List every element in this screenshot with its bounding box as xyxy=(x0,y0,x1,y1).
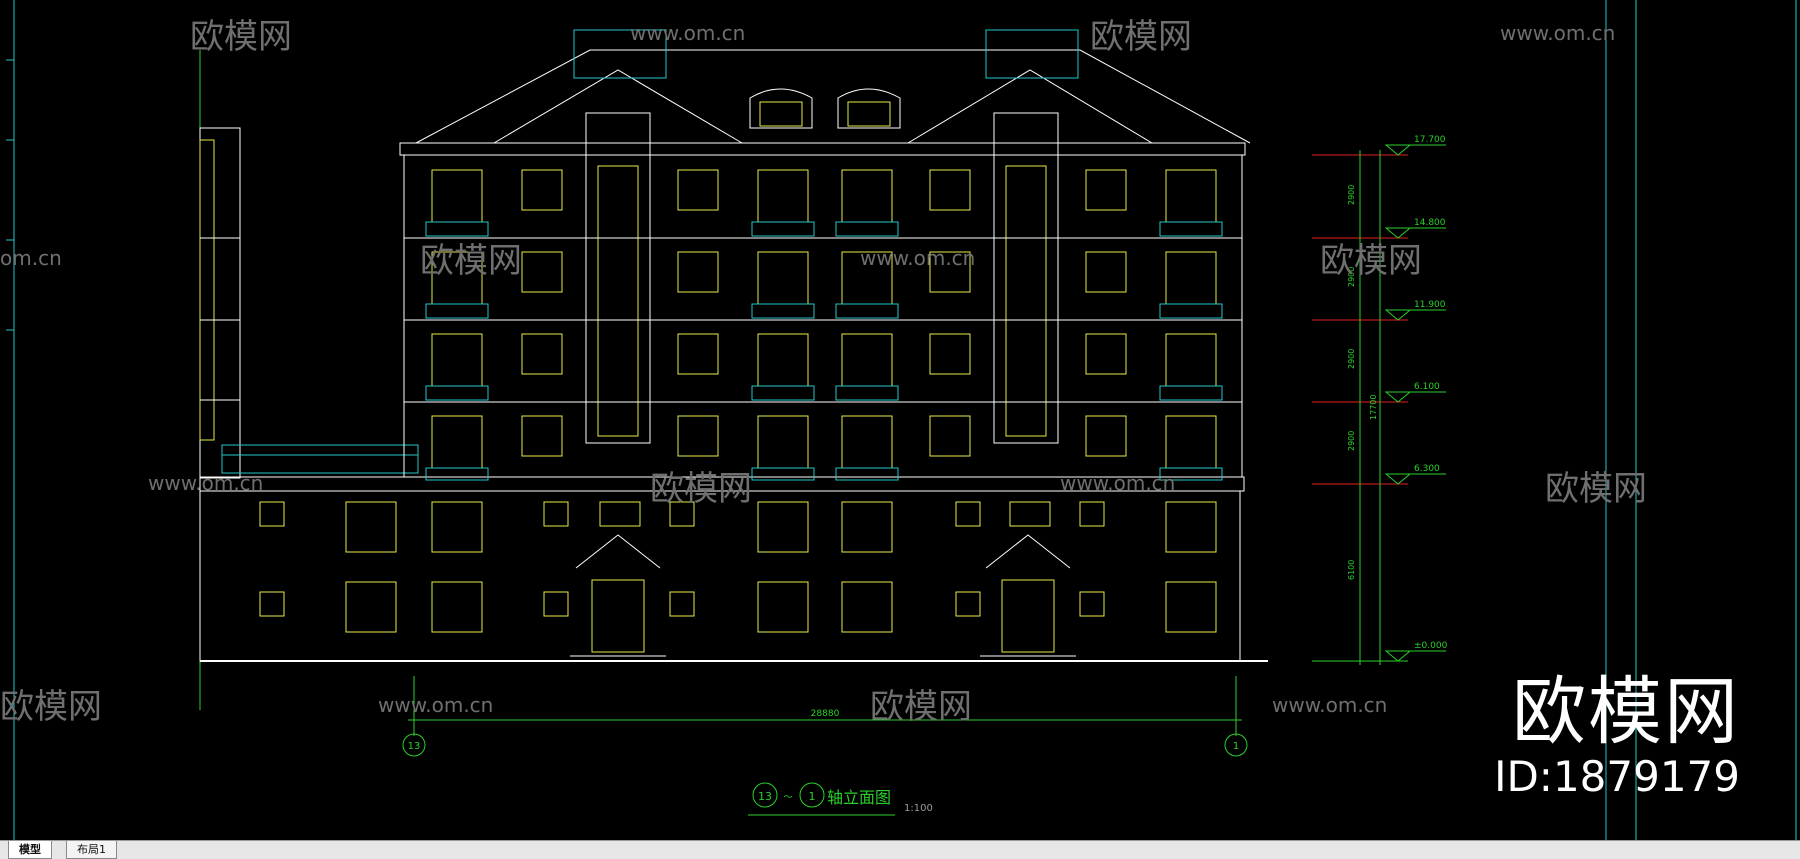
cad-drawing-canvas[interactable]: 17.700 14.800 11.900 6.100 6.300 ±0.000 … xyxy=(0,0,1800,840)
watermark-url-partial: om.cn xyxy=(0,246,62,270)
balconies xyxy=(425,221,1223,481)
elevation-label: 6.300 xyxy=(1414,464,1440,474)
watermark-url-text: www.om.cn xyxy=(148,471,263,495)
brand-stamp: 欧模网 ID:1879179 xyxy=(1494,672,1740,802)
elevation-label: 11.900 xyxy=(1414,300,1446,310)
height-dim: 2900 xyxy=(1347,349,1356,369)
elevation-label: 17.700 xyxy=(1414,135,1446,145)
height-dim: 2900 xyxy=(1347,267,1356,287)
left-ruler xyxy=(6,0,15,840)
upper-windows xyxy=(431,169,1217,469)
watermark-logo-text: 欧模网 xyxy=(0,687,102,727)
height-dim: 2900 xyxy=(1347,431,1356,451)
title-text: 轴立面图 xyxy=(827,788,891,807)
elevation-marks xyxy=(1312,144,1446,665)
tab-layout1[interactable]: 布局1 xyxy=(66,841,117,859)
height-dimension-labels: 2900 2900 2900 2900 6100 17700 xyxy=(1347,185,1378,580)
drawing-title: 13 ～ 1 轴立面图 1:100 xyxy=(748,782,933,816)
ground-windows xyxy=(259,501,1217,633)
title-arrow: ～ xyxy=(783,793,792,803)
axis-bubble-label-left: 13 xyxy=(408,741,421,752)
building-elevation xyxy=(199,29,1268,662)
height-dim: 2900 xyxy=(1347,185,1356,205)
title-axis-right: 1 xyxy=(809,790,816,803)
watermark-url-text: www.om.cn xyxy=(1272,693,1387,717)
brand-name: 欧模网 xyxy=(1512,669,1740,755)
total-height-dim: 17700 xyxy=(1369,395,1378,420)
elevation-label: 6.100 xyxy=(1414,382,1440,392)
elevation-label: 14.800 xyxy=(1414,218,1446,228)
overall-dimension-label: 28880 xyxy=(811,709,840,719)
watermark-logo-text: 欧模网 xyxy=(1545,469,1647,509)
watermark-url-text: www.om.cn xyxy=(1500,21,1615,45)
drawing-scale: 1:100 xyxy=(904,803,933,814)
brand-id: ID:1879179 xyxy=(1494,752,1740,801)
tab-model[interactable]: 模型 xyxy=(8,841,52,859)
watermark-logo-text: 欧模网 xyxy=(1320,241,1422,281)
watermark-logo-text: 欧模网 xyxy=(650,469,752,509)
elevation-label: ±0.000 xyxy=(1414,641,1448,651)
layout-tab-bar: 模型 布局1 xyxy=(0,840,1800,859)
elevation-labels: 17.700 14.800 11.900 6.100 6.300 ±0.000 xyxy=(1414,135,1448,651)
watermark-logo-text: 欧模网 xyxy=(870,687,972,727)
axis-dimension xyxy=(402,676,1248,757)
title-axis-left: 13 xyxy=(758,790,772,803)
watermark-url-text: www.om.cn xyxy=(630,21,745,45)
height-dim: 6100 xyxy=(1347,560,1356,580)
neighbor-building xyxy=(199,50,419,710)
watermark-logo-text: 欧模网 xyxy=(190,17,292,57)
watermarks: 欧模网 欧模网 欧模网 欧模网 欧模网 欧模网 欧模网 欧模网 www.om.c… xyxy=(0,17,1647,727)
axis-bubble-label-right: 1 xyxy=(1233,741,1239,752)
right-guide-lines xyxy=(1605,0,1797,840)
watermark-url-text: www.om.cn xyxy=(378,693,493,717)
watermark-url-text: www.om.cn xyxy=(860,246,975,270)
watermark-logo-text: 欧模网 xyxy=(1090,17,1192,57)
watermark-url-text: www.om.cn xyxy=(1060,471,1175,495)
watermark-logo-text: 欧模网 xyxy=(420,241,522,281)
